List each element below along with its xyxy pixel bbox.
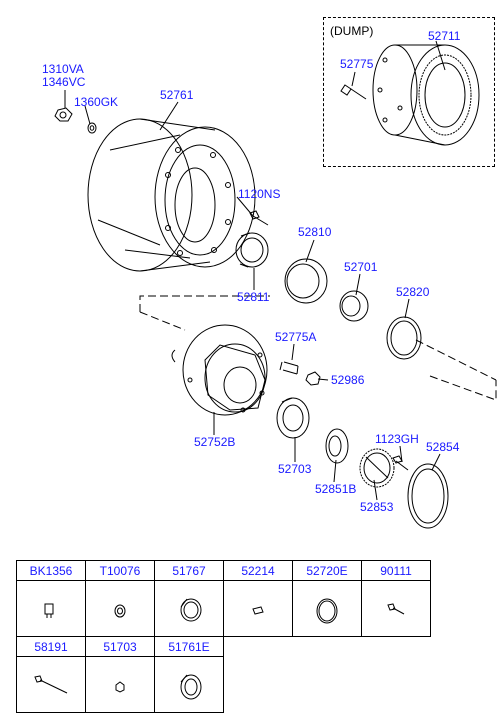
exploded-parts-diagram: 1310VA 1346VC 1360GK 52761 (DUMP) 52711 … xyxy=(42,17,497,529)
seal-ring-icon xyxy=(180,598,202,622)
parts-table-image-row xyxy=(16,656,431,713)
part-code-cell: BK1356 xyxy=(16,560,86,581)
empty-cell xyxy=(362,637,431,657)
callout-52761: 52761 xyxy=(160,88,194,102)
o-ring-icon xyxy=(316,598,338,624)
part-code-cell: 52720E xyxy=(292,560,362,581)
oil-seal-icon xyxy=(180,674,202,700)
part-image-cell xyxy=(85,580,155,637)
empty-cell xyxy=(293,657,362,713)
part-code-cell: 52214 xyxy=(223,560,293,581)
callout-1123gh: 1123GH xyxy=(375,432,419,446)
part-image-cell xyxy=(223,580,293,637)
empty-cell xyxy=(224,637,293,657)
callout-52854: 52854 xyxy=(426,440,460,454)
callout-1120ns: 1120NS xyxy=(238,187,281,201)
part-code-cell: 58191 xyxy=(16,636,86,657)
part-code-cell: 90111 xyxy=(361,560,431,581)
part-code-cell: 51703 xyxy=(85,636,155,657)
callout-52986: 52986 xyxy=(331,373,365,387)
part-code-cell: 51761E xyxy=(154,636,224,657)
dump-inset-title: (DUMP) xyxy=(330,24,374,38)
part-image-cell xyxy=(85,656,155,713)
part-image-cell xyxy=(292,580,362,637)
callout-52810: 52810 xyxy=(298,225,332,239)
callout-52701: 52701 xyxy=(344,260,378,274)
washer-icon xyxy=(114,604,126,618)
callout-52775a: 52775A xyxy=(275,330,317,344)
callout-52711: 52711 xyxy=(428,29,461,43)
plug-icon xyxy=(44,603,54,618)
part-code-cell: 51767 xyxy=(154,560,224,581)
callout-1360gk: 1360GK xyxy=(74,95,119,109)
part-code-cell: T10076 xyxy=(85,560,155,581)
bolt-icon xyxy=(387,603,405,615)
part-image-cell xyxy=(16,580,86,637)
callout-52752b: 52752B xyxy=(194,435,236,449)
callout-52851b: 52851B xyxy=(315,482,357,496)
part-image-cell xyxy=(154,580,224,637)
parts-table: BK1356 T10076 51767 52214 52720E 90111 5… xyxy=(16,560,431,713)
part-image-cell xyxy=(154,656,224,713)
callout-52775: 52775 xyxy=(340,57,374,71)
empty-cell xyxy=(224,657,293,713)
part-image-cell xyxy=(361,580,431,637)
diagram-drawing xyxy=(54,40,497,529)
callout-52853: 52853 xyxy=(360,500,394,514)
parts-table-header-row: 58191 51703 51761E xyxy=(16,636,431,657)
callout-1310va: 1310VA xyxy=(42,62,84,76)
dump-inset-frame xyxy=(323,17,495,167)
callout-1346vc: 1346VC xyxy=(42,75,86,89)
callout-52811: 52811 xyxy=(237,290,270,304)
part-image-cell xyxy=(16,656,86,713)
parts-table-header-row: BK1356 T10076 51767 52214 52720E 90111 xyxy=(16,560,431,581)
callout-52703: 52703 xyxy=(278,462,312,476)
key-icon xyxy=(252,606,264,615)
long-bolt-icon xyxy=(34,675,68,694)
empty-cell xyxy=(362,657,431,713)
nut-icon xyxy=(115,681,125,693)
empty-cell xyxy=(293,637,362,657)
callout-52820: 52820 xyxy=(396,285,430,299)
parts-table-image-row xyxy=(16,580,431,637)
